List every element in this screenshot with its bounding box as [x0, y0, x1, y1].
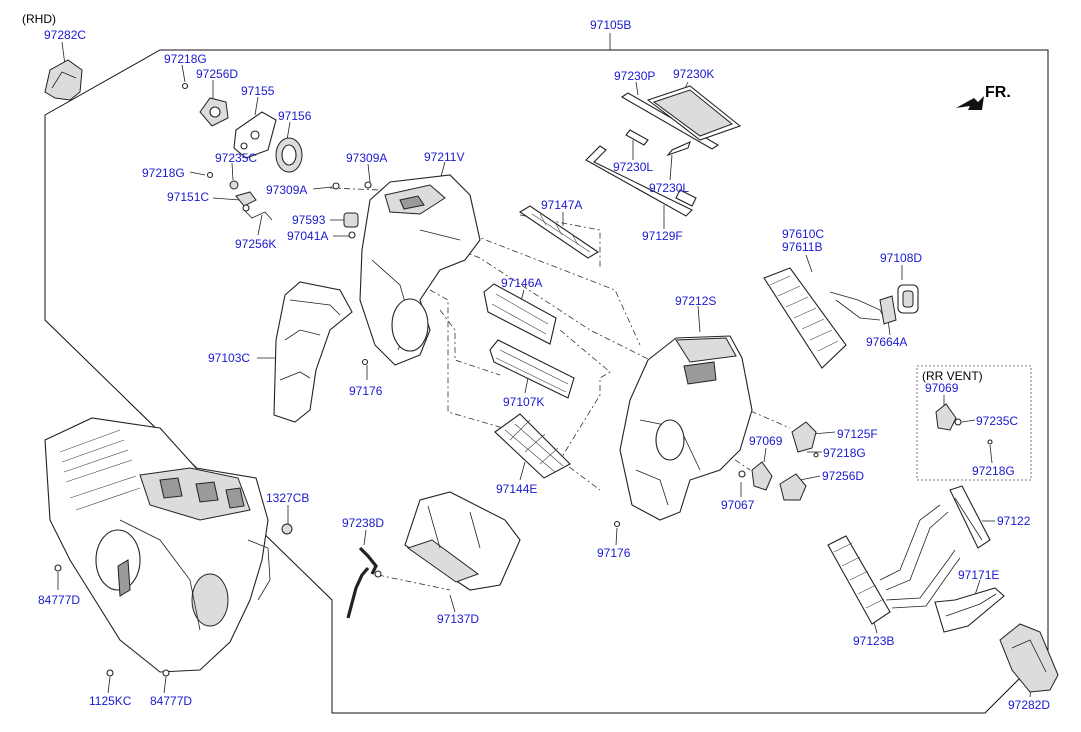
- callout-97218g-a[interactable]: 97218G: [164, 52, 207, 66]
- callout-97593[interactable]: 97593: [292, 213, 326, 227]
- callout-97256d-b[interactable]: 97256D: [822, 469, 865, 483]
- callout-97230l-a[interactable]: 97230L: [613, 160, 654, 174]
- callout-97610c[interactable]: 97610C: [782, 227, 825, 241]
- rr-vent-box: [916, 365, 1032, 481]
- callout-97105b[interactable]: 97105B: [590, 18, 632, 32]
- front-arrow-icon: [956, 96, 984, 110]
- door-97107k-part: [489, 339, 575, 399]
- callout-97107k[interactable]: 97107K: [503, 395, 545, 409]
- callout-97144e[interactable]: 97144E: [496, 482, 538, 496]
- tray-97137d-part: [404, 491, 521, 591]
- callout-97238d[interactable]: 97238D: [342, 516, 385, 530]
- callout-97103c[interactable]: 97103C: [208, 351, 251, 365]
- callout-97176-a[interactable]: 97176: [349, 384, 383, 398]
- plate-97155-part: [233, 111, 277, 159]
- callout-97129f[interactable]: 97129F: [642, 229, 683, 243]
- callout-97069-rrvent[interactable]: 97069: [925, 381, 959, 395]
- callout-97125f[interactable]: 97125F: [837, 427, 878, 441]
- callout-97212s[interactable]: 97212S: [675, 294, 717, 308]
- actuator-97256d-part: [199, 97, 229, 127]
- callout-1125kc[interactable]: 1125KC: [89, 694, 132, 708]
- heater-core-97610c-part: [763, 267, 886, 369]
- actuator-97256d-part-2: [779, 473, 807, 501]
- callout-97176-b[interactable]: 97176: [597, 546, 631, 560]
- callout-97123b[interactable]: 97123B: [853, 634, 895, 648]
- callout-97611b[interactable]: 97611B: [782, 240, 823, 254]
- filter-97147a-part: [518, 205, 600, 259]
- duct-97103c-part: [273, 281, 353, 423]
- bracket-97122-part: [949, 485, 991, 549]
- callout-97282c-top[interactable]: 97282C: [44, 28, 87, 42]
- heater-97123b-part: [827, 504, 961, 625]
- actuator-97069-rrvent-part: [935, 403, 993, 445]
- hvac-assembly-part: [44, 417, 271, 673]
- gear-97156-part: [275, 137, 303, 173]
- seal-97108d-part: [879, 284, 919, 325]
- actuator-97069-part: [751, 461, 773, 491]
- grommet-1327cb-part: [281, 523, 293, 535]
- callout-97147a[interactable]: 97147A: [541, 198, 583, 212]
- callout-84777d-a[interactable]: 84777D: [38, 593, 81, 607]
- callout-97218g-d[interactable]: 97218G: [823, 446, 866, 460]
- seal-strips-part: [585, 85, 742, 217]
- door-97146a-part: [483, 283, 557, 345]
- callout-97069[interactable]: 97069: [749, 434, 783, 448]
- hose-97238d-part: [346, 546, 382, 619]
- callout-97155[interactable]: 97155: [241, 84, 275, 98]
- callout-97282d[interactable]: 97282D: [1008, 698, 1051, 712]
- callout-97309a-a[interactable]: 97309A: [346, 151, 388, 165]
- callout-97664a[interactable]: 97664A: [866, 335, 908, 349]
- callout-97309a-b[interactable]: 97309A: [266, 183, 308, 197]
- callout-97122[interactable]: 97122: [997, 514, 1031, 528]
- callout-97230k[interactable]: 97230K: [673, 67, 715, 81]
- callout-97256d-a[interactable]: 97256D: [196, 67, 239, 81]
- bracket-97282d-part: [999, 623, 1059, 693]
- callout-1327cb[interactable]: 1327CB: [266, 491, 310, 505]
- duct-97171e-part: [934, 587, 1005, 633]
- bracket-97282c-part: [44, 59, 83, 101]
- filter-97144e-part: [494, 413, 571, 479]
- callout-97151c[interactable]: 97151C: [167, 190, 210, 204]
- callout-97235c-a[interactable]: 97235C: [215, 151, 258, 165]
- rhd-header: (RHD): [22, 12, 56, 26]
- callout-84777d-b[interactable]: 84777D: [150, 694, 193, 708]
- callout-97235c-b[interactable]: 97235C: [976, 414, 1019, 428]
- callout-97041a[interactable]: 97041A: [287, 229, 329, 243]
- callout-97256k[interactable]: 97256K: [235, 237, 277, 251]
- callout-97108d[interactable]: 97108D: [880, 251, 923, 265]
- callout-97230p[interactable]: 97230P: [614, 69, 656, 83]
- callout-97067[interactable]: 97067: [721, 498, 755, 512]
- sensor-97593-part: [343, 212, 359, 239]
- actuator-97125f-part: [791, 421, 819, 458]
- callout-97156[interactable]: 97156: [278, 109, 312, 123]
- callout-97218g-c[interactable]: 97218G: [972, 464, 1015, 478]
- callout-97146a[interactable]: 97146A: [501, 276, 543, 290]
- rr-vent-label: (RR VENT): [922, 369, 983, 383]
- callout-97137d[interactable]: 97137D: [437, 612, 480, 626]
- front-arrow-label: FR.: [985, 84, 1011, 101]
- assembly-frame: [44, 49, 1049, 714]
- callout-97171e[interactable]: 97171E: [958, 568, 1000, 582]
- callout-97218g-b[interactable]: 97218G: [142, 166, 185, 180]
- callout-97211v[interactable]: 97211V: [424, 150, 465, 164]
- case-97212s-part: [619, 335, 753, 521]
- callout-97230l-b[interactable]: 97230L: [649, 181, 690, 195]
- case-97211v-part: [359, 174, 481, 366]
